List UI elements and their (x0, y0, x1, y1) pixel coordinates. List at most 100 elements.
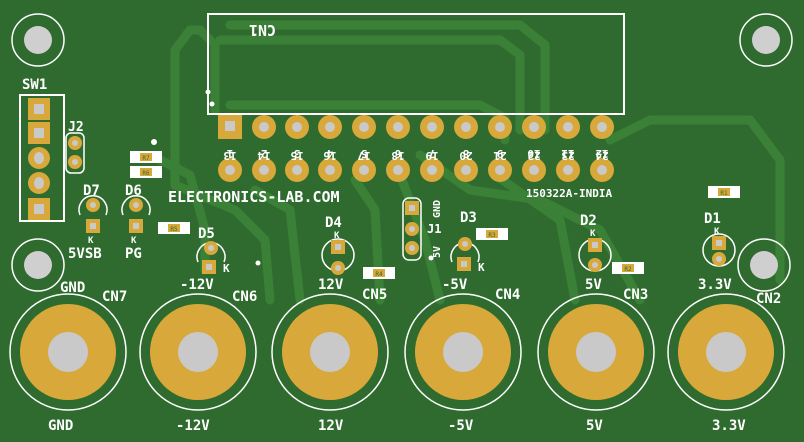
terminal-ref: CN6 (232, 289, 257, 305)
pin-number: 12 (595, 147, 608, 160)
j1-5v-label: 5V (432, 246, 443, 258)
led-caption: -5V (442, 277, 468, 293)
cn1-hole (393, 165, 403, 175)
cn1-hole (359, 165, 369, 175)
resistors: R7 R6 R5 R3 R4 R2 R1 (130, 151, 740, 279)
pin-number: 15 (290, 149, 303, 162)
cn1-label: CN1 (249, 21, 276, 39)
terminal-bottom-label: 5V (586, 418, 603, 434)
terminal-ref: CN3 (623, 287, 648, 303)
resistor-label: R2 (624, 266, 632, 273)
terminal-ref: CN2 (756, 291, 781, 307)
k-mark: K (223, 262, 230, 275)
led-caption: 5VSB (68, 246, 102, 262)
led-d6: D6 K PG (121, 183, 151, 262)
pin-number: 6 (394, 147, 401, 160)
j2-hole (72, 159, 78, 165)
vias (151, 89, 434, 266)
led-ref: D2 (580, 213, 597, 229)
k-mark: K (88, 236, 94, 246)
terminal-bottom-label: -5V (448, 418, 474, 434)
k-mark: K (334, 231, 340, 241)
pin-number: 22 (527, 149, 540, 162)
pin-number: 19 (425, 149, 438, 162)
cn1-hole (461, 165, 471, 175)
led-ref: D4 (325, 215, 342, 231)
terminal-cn4: CN4 -5V (404, 287, 522, 434)
cn1-hole (495, 122, 505, 132)
pin-number: 2 (261, 147, 268, 160)
led-ref: D7 (83, 183, 100, 199)
part-number: 150322A-INDIA (526, 187, 612, 200)
pin-number: 16 (323, 149, 337, 162)
cn1-outline (207, 13, 625, 115)
pin-number: 21 (493, 149, 507, 162)
j1-hole (409, 245, 415, 251)
cn1-hole (292, 165, 302, 175)
pin-number: 9 (497, 147, 504, 160)
led-ref: D3 (460, 210, 477, 226)
terminal-cn5: CN5 12V (271, 287, 389, 434)
pin-number: 1 (226, 147, 233, 160)
resistor-label: R6 (142, 170, 150, 177)
pin-number: 5 (361, 147, 368, 160)
pin-number: 23 (561, 149, 574, 162)
led-d3: D3 K -5V (442, 210, 485, 293)
cn1-hole (325, 165, 335, 175)
led-d7: D7 K 5VSB (68, 183, 108, 262)
terminal-ref: CN7 (102, 289, 127, 305)
brand-text: ELECTRONICS-LAB.COM (168, 188, 340, 206)
pin-number: 10 (527, 147, 540, 160)
cn1-pin-1-hole (225, 121, 235, 131)
terminal-ref: CN5 (362, 287, 387, 303)
led-caption: 3.3V (698, 277, 732, 293)
cn1-bottom-row (218, 158, 614, 182)
cn1-hole (259, 122, 269, 132)
pin-number: 24 (595, 149, 609, 162)
j1-hole (409, 205, 415, 211)
led-d2: D2 K 5V (578, 213, 612, 293)
led-caption: 5V (585, 277, 602, 293)
led-ref: D1 (704, 211, 721, 227)
j1-outline (402, 197, 422, 261)
terminal-ref: CN4 (495, 287, 520, 303)
led-ref: D6 (125, 183, 142, 199)
cn1-hole (461, 122, 471, 132)
resistor-label: R7 (142, 155, 150, 162)
sw1-pads (28, 98, 50, 220)
j2-outline (65, 132, 85, 174)
terminal-bottom-label: -12V (176, 418, 210, 434)
pin-number: 7 (429, 147, 436, 160)
led-caption: PG (125, 246, 142, 262)
mounting-holes (11, 13, 793, 292)
cn1-hole (529, 165, 539, 175)
cn1-hole (393, 122, 403, 132)
cn1-top-row (218, 115, 614, 139)
led-d5: D5 K -12V (180, 226, 230, 293)
cn1-hole (563, 122, 573, 132)
cn1-hole (529, 122, 539, 132)
cn1-hole (427, 165, 437, 175)
led-caption: -12V (180, 277, 214, 293)
cn1-hole (325, 122, 335, 132)
cn1-hole (597, 165, 607, 175)
sw1-outline (19, 94, 65, 222)
cn1-hole (427, 122, 437, 132)
k-mark: K (590, 229, 596, 239)
terminal-cn2: CN2 3.3V (667, 291, 785, 434)
terminal-bottom-label: 12V (318, 418, 344, 434)
cn1-hole (563, 165, 573, 175)
led-ref: D5 (198, 226, 215, 242)
cn1-pin-numbers: 1 2 3 4 5 6 7 8 9 10 11 12 13 14 15 16 1… (223, 147, 608, 162)
resistor-label: R1 (720, 190, 728, 197)
pin-number: 13 (223, 149, 236, 162)
pin-number: 4 (326, 147, 333, 160)
k-mark: K (478, 261, 485, 274)
cn1-hole (495, 165, 505, 175)
j2-hole (72, 140, 78, 146)
j2-label: J2 (68, 120, 84, 135)
pin-number: 11 (561, 147, 575, 160)
k-mark: K (714, 227, 720, 237)
